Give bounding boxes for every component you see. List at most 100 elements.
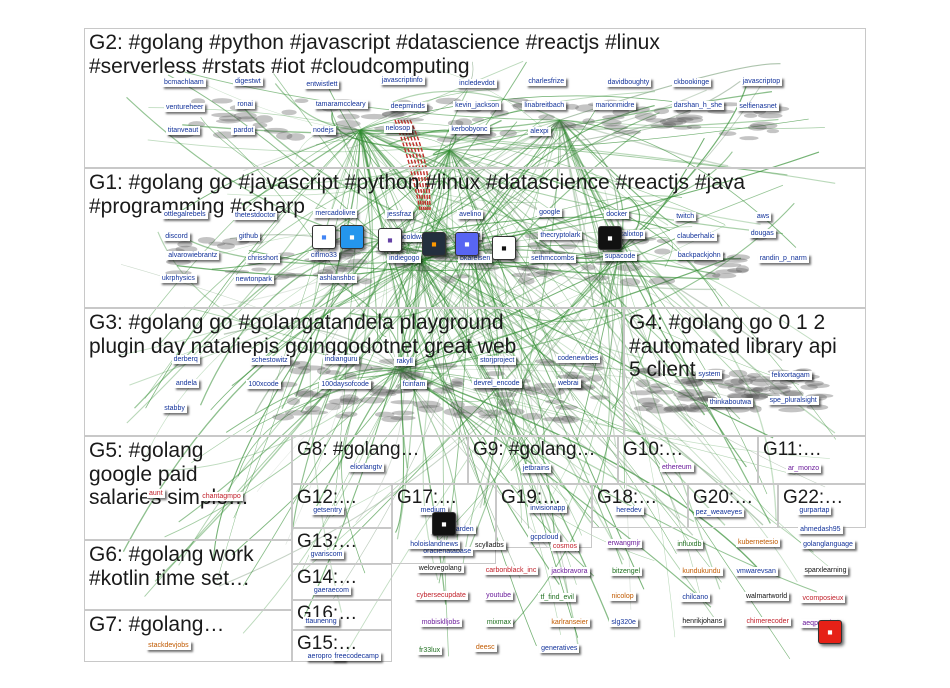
graph-edge (359, 129, 461, 327)
group-title-g18: G18:… (597, 487, 658, 508)
vertex-label: medium (418, 505, 448, 515)
node-cluster-mark (632, 368, 652, 374)
vertex-label: mixmax (484, 617, 514, 627)
vertex-label: jetbrains (520, 463, 552, 473)
vertex-label: mercadolivre (313, 208, 358, 218)
graph-edge (461, 249, 621, 573)
node-cluster-mark (650, 123, 674, 129)
vertex-label: gurpartap (797, 505, 832, 515)
graph-edge (436, 249, 621, 544)
group-title-g17: G17:… (397, 487, 458, 508)
node-cluster-mark (218, 115, 242, 122)
vertex-label: davidboughty (605, 78, 652, 88)
vertex-label: nicolop (609, 591, 636, 601)
node-cluster-mark (635, 106, 650, 113)
graph-edge (379, 239, 720, 280)
node-cluster-mark (540, 360, 559, 367)
node-cluster-mark (286, 133, 306, 141)
node-cluster-mark (442, 384, 455, 392)
graph-edge (619, 137, 705, 251)
node-cluster-mark (564, 371, 579, 380)
graph-edge (423, 149, 480, 485)
graph-edge (191, 77, 361, 131)
node-cluster-mark (369, 392, 397, 397)
node-cluster-mark (527, 241, 548, 250)
vertex-label: ciflmo33 (308, 251, 339, 260)
group-panel-g13: G13:… (292, 528, 392, 564)
vertex-label: 100xcode (246, 379, 281, 389)
vertex-label: slg320e (609, 618, 638, 628)
node-cluster-mark (662, 121, 676, 128)
node-cluster-mark (780, 391, 802, 397)
node-cluster-mark (390, 400, 417, 405)
node-cluster-mark (211, 112, 237, 118)
node-cluster-mark (696, 391, 718, 397)
node-cluster-mark (648, 277, 676, 285)
node-cluster-mark (455, 118, 473, 126)
vertex-label: charlesfrize (526, 76, 567, 86)
vertex-label: system (696, 369, 723, 379)
vertex-label: supacode (602, 251, 638, 261)
graph-edge (599, 249, 621, 329)
graph-edge (359, 89, 496, 131)
vertex-label: storjproject (478, 356, 517, 366)
graph-edge (266, 149, 451, 191)
graph-edge (120, 259, 421, 356)
vertex-label: sparxlearning (802, 565, 849, 575)
node-cluster-mark (381, 111, 405, 118)
node-cluster-mark (582, 118, 595, 125)
node-cluster-mark (645, 118, 667, 123)
graph-edge (419, 259, 798, 583)
graph-edge (231, 369, 401, 555)
node-cluster-mark (629, 390, 654, 396)
vertex-label: eliorlangtv (348, 462, 385, 472)
graph-edge (469, 239, 776, 395)
vertex-label: incledevdot (457, 79, 497, 89)
vertex-label: influxdb (675, 540, 704, 550)
group-title-g4: G4: #golang go 0 1 2 #automated library … (629, 311, 837, 382)
node-cluster-mark (224, 269, 250, 274)
vertex-label: rafaelcalixtop (600, 229, 646, 239)
group-title-g20: G20:… (693, 487, 754, 508)
vertex-label: aws (754, 211, 772, 221)
graph-edge (147, 119, 561, 153)
node-cluster-mark (212, 131, 238, 139)
node-cluster-mark (215, 118, 241, 124)
node-cluster-mark (646, 386, 663, 394)
node-cluster-mark (499, 129, 517, 137)
node-cluster-mark (693, 405, 710, 410)
node-cluster-mark (289, 367, 311, 375)
graph-edge (449, 149, 499, 506)
vertex-label: deesc (473, 643, 497, 653)
vertex-label: walmartworld (743, 592, 790, 602)
graph-edge (273, 73, 421, 261)
vertex-label: ottlegalrebels (162, 209, 208, 219)
node-cluster-mark (343, 372, 357, 380)
node-cluster-mark (800, 384, 818, 390)
vertex-label: golanglanguage (801, 540, 855, 550)
graph-edge (449, 149, 694, 427)
node-cluster-mark (263, 127, 288, 134)
node-cluster-mark (558, 243, 577, 250)
group-panel-g2: G2: #golang #python #javascript #datasci… (84, 28, 866, 168)
node-cluster-mark (374, 411, 395, 418)
node-cluster-mark (683, 404, 701, 413)
node-cluster-mark (490, 109, 509, 117)
vertex-label: gcpcloud (528, 533, 561, 543)
group-panel-g18: G18:… (592, 484, 688, 528)
graph-edge (399, 368, 762, 409)
graph-edge (576, 249, 621, 441)
node-cluster-mark (512, 102, 525, 111)
node-cluster-mark (397, 117, 425, 122)
node-cluster-mark (292, 360, 311, 369)
graph-edge (619, 249, 768, 495)
graph-edge (144, 239, 381, 459)
graph-edge (303, 149, 451, 455)
node-cluster-mark (340, 249, 357, 258)
graph-edge (359, 129, 783, 362)
node-cluster-mark (682, 380, 703, 387)
node-cluster-mark (778, 407, 805, 413)
graph-edge (397, 119, 561, 387)
node-cluster-mark (636, 397, 660, 405)
graph-edge (559, 119, 837, 440)
